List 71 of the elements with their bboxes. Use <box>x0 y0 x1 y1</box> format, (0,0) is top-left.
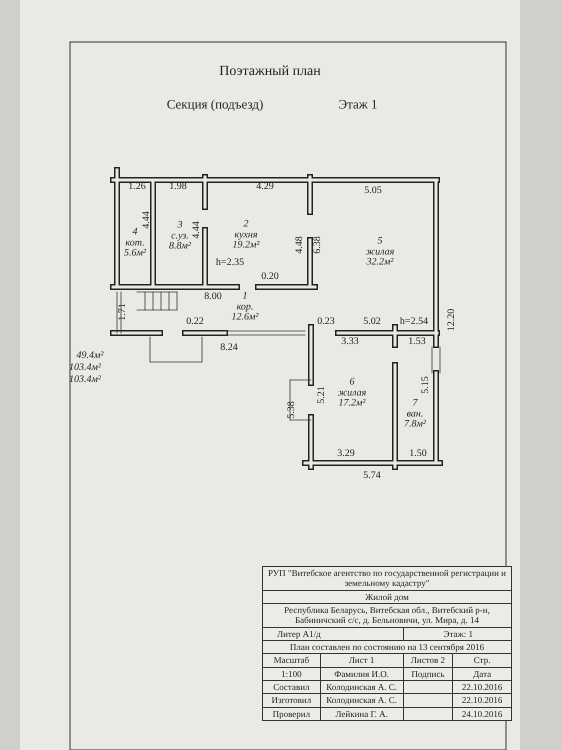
room-area: 12.6м² <box>232 312 258 323</box>
room-number: 1 <box>242 291 248 302</box>
room-area: 8.8м² <box>169 241 191 252</box>
room-area: 17.2м² <box>338 398 366 409</box>
dimension-label: 4.44 <box>192 221 202 239</box>
table-cell: Масштаб <box>262 654 320 668</box>
dimension-label: 5.38 <box>287 401 297 419</box>
dimension-label: 5.02 <box>363 317 381 327</box>
room-number: 5 <box>376 236 384 247</box>
dimension-label: 5.21 <box>317 386 327 404</box>
dimension-label: 12.20 <box>447 308 457 332</box>
dimension-label: 8.00 <box>204 292 222 302</box>
table-cell: 1:100 <box>262 667 320 681</box>
dimension-label: 3.29 <box>337 449 355 459</box>
dimension-label: 8.24 <box>220 343 238 353</box>
dimension-label: 6.38 <box>313 236 323 254</box>
room-area: 7.8м² <box>404 419 426 430</box>
table-cell: Этаж: 1 <box>403 627 512 641</box>
dimension-label: 0.22 <box>186 317 204 327</box>
floor-heading: Этаж 1 <box>338 98 378 110</box>
room-area: 19.2м² <box>232 240 260 251</box>
dimension-label: 5.74 <box>363 471 381 481</box>
room-name: жилая <box>366 246 394 258</box>
table-cell: Листов 2 <box>403 654 453 668</box>
table-cell: Республика Беларусь, Витебская обл., Витебский р-н, Бабиничский с/с, д. Бельновичи, ул. Мира, д. 14 <box>262 604 512 628</box>
room-area: 5.6м² <box>124 248 146 259</box>
table-cell: 22.10.2016 <box>452 680 512 694</box>
room-name: кухня <box>234 230 258 240</box>
page-title: Поэтажный план <box>219 65 321 79</box>
room-name: ван. <box>406 408 424 420</box>
room-name: жилая <box>338 388 366 398</box>
table-cell: 22.10.2016 <box>452 694 512 708</box>
area-total: 49.4м² <box>76 351 104 361</box>
room-name: с.уз. <box>171 230 189 241</box>
dimension-label: 4.48 <box>295 236 305 254</box>
table-cell: План составлен по состоянию на 13 сентября 2016 <box>262 640 512 654</box>
table-cell: Дата <box>452 667 512 681</box>
table-cell: Жилой дом <box>262 590 512 604</box>
dimension-label: h=2.35 <box>216 258 244 268</box>
table-cell: Стр. <box>452 654 512 668</box>
dimension-label: 0.20 <box>261 272 279 282</box>
table-cell: 24.10.2016 <box>452 707 512 721</box>
dimension-label: h=2.54 <box>400 317 428 327</box>
table-cell: Подпись <box>403 667 453 681</box>
room-number: 6 <box>348 377 356 388</box>
table-cell: Лейкина Г. А. <box>320 707 404 721</box>
room-number: 4 <box>132 227 138 238</box>
dimension-label: 5.05 <box>364 186 382 196</box>
table-cell: Литер А1/д <box>262 627 404 641</box>
table-cell: Лист 1 <box>320 654 404 668</box>
dimension-label: 0.23 <box>317 317 335 327</box>
section-heading: Секция (подъезд) <box>166 98 264 110</box>
table-cell: Составил <box>262 680 320 694</box>
dimension-label: 1.71 <box>118 303 128 321</box>
dimension-label: 1.50 <box>409 449 427 459</box>
room-number: 7 <box>412 398 419 409</box>
table-cell: Проверил <box>262 707 320 721</box>
room-area: 32.2м² <box>366 257 394 268</box>
room-number: 3 <box>176 220 184 231</box>
table-cell: Изготовил <box>262 694 320 708</box>
dimension-label: 4.44 <box>142 211 152 229</box>
dimension-label: 5.15 <box>421 376 431 394</box>
table-cell: Колодинская А. С. <box>320 680 404 694</box>
room-name: кот. <box>124 238 146 248</box>
room-number: 2 <box>242 219 250 230</box>
table-cell: Фамилия И.О. <box>320 667 404 681</box>
table-cell: РУП "Витебское агентство по государственной регистрации и земельному кадастру" <box>262 566 512 590</box>
dimension-label: 3.33 <box>341 337 359 347</box>
dimension-label: 1.53 <box>408 337 426 347</box>
room-name: кор. <box>236 302 254 312</box>
table-cell: Колодинская А. С. <box>320 694 404 708</box>
